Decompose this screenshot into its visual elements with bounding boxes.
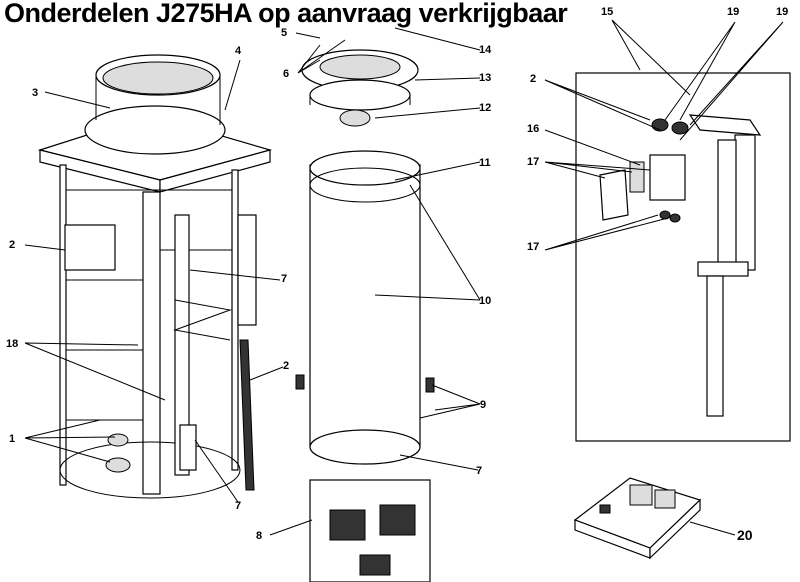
center-post	[142, 191, 161, 495]
callout-6: 6	[283, 68, 289, 80]
cable-tray	[237, 214, 257, 326]
callout-2c: 2	[530, 73, 536, 85]
block-part	[329, 509, 366, 541]
junction-box	[64, 224, 116, 271]
fan-ring	[309, 79, 411, 111]
callout-7a: 7	[281, 273, 287, 285]
callout-4: 4	[235, 45, 242, 57]
fan-ring-sides	[309, 95, 411, 105]
callout-9: 9	[480, 399, 486, 411]
bracket	[179, 424, 197, 471]
frame-crossbars	[66, 189, 232, 421]
right-actuator-assembly	[575, 72, 791, 442]
callout-15: 15	[601, 6, 613, 18]
head-plate	[688, 114, 762, 136]
pcb-board	[573, 477, 702, 560]
cylinder-band	[309, 167, 421, 203]
block-part	[379, 504, 416, 536]
leader-line	[295, 27, 481, 471]
fitting	[659, 210, 671, 220]
leader-line	[611, 19, 784, 141]
foot	[105, 457, 131, 473]
callout-19b: 19	[776, 6, 788, 18]
fan-plate-inner	[319, 54, 401, 80]
leader-lines	[24, 19, 784, 536]
frame-post	[59, 164, 67, 486]
foot	[107, 433, 129, 447]
callout-5: 5	[281, 27, 287, 39]
leader-line	[544, 79, 669, 251]
callout-18: 18	[6, 338, 18, 350]
rail	[174, 214, 190, 476]
cover-plate	[599, 169, 629, 221]
top-ring	[84, 105, 226, 155]
callout-7b: 7	[235, 500, 241, 512]
pcb-component	[629, 484, 653, 506]
callout-1: 1	[9, 433, 15, 445]
middle-cylinder-assembly	[295, 49, 435, 582]
cylinder-housing	[309, 164, 421, 448]
cylinder-bottom	[309, 429, 421, 465]
pcb-component	[654, 489, 676, 509]
callout-7c: 7	[476, 465, 482, 477]
motor	[339, 109, 371, 127]
callout-11: 11	[479, 157, 491, 169]
pcb-component	[599, 504, 611, 514]
page-title: Onderdelen J275HA op aanvraag verkrijgba…	[4, 0, 568, 28]
callout-2b: 2	[283, 360, 289, 372]
pcb-edge	[649, 498, 701, 560]
callout-19a: 19	[727, 6, 739, 18]
callout-10: 10	[479, 295, 491, 307]
callout-2a: 2	[9, 239, 15, 251]
valve	[651, 118, 669, 132]
callout-13: 13	[479, 72, 491, 84]
collar-inner	[102, 61, 214, 95]
valve-box	[649, 154, 686, 201]
filter	[629, 161, 645, 193]
top-plate-side	[159, 149, 271, 193]
end-cap	[697, 261, 749, 277]
cable	[173, 299, 232, 341]
callout-17a: 17	[527, 156, 539, 168]
block-part	[359, 554, 391, 576]
base-ring	[59, 441, 241, 499]
callout-20: 20	[737, 527, 753, 543]
clip	[295, 374, 305, 390]
callout-8: 8	[256, 530, 262, 542]
leader-line	[24, 59, 736, 536]
callout-16: 16	[527, 123, 539, 135]
clip	[425, 377, 435, 393]
left-frame-assembly	[37, 54, 273, 499]
fitting	[669, 213, 681, 223]
collar-sides	[95, 75, 221, 125]
valve	[671, 121, 689, 135]
callout-17b: 17	[527, 241, 539, 253]
cylinder-body	[717, 139, 737, 271]
callout-3: 3	[32, 87, 38, 99]
cable-chain	[239, 339, 255, 491]
cylinder	[734, 134, 756, 271]
frame-post	[231, 169, 239, 471]
callout-12: 12	[479, 102, 491, 114]
piston-rod	[706, 275, 724, 417]
callout-14: 14	[479, 44, 492, 56]
